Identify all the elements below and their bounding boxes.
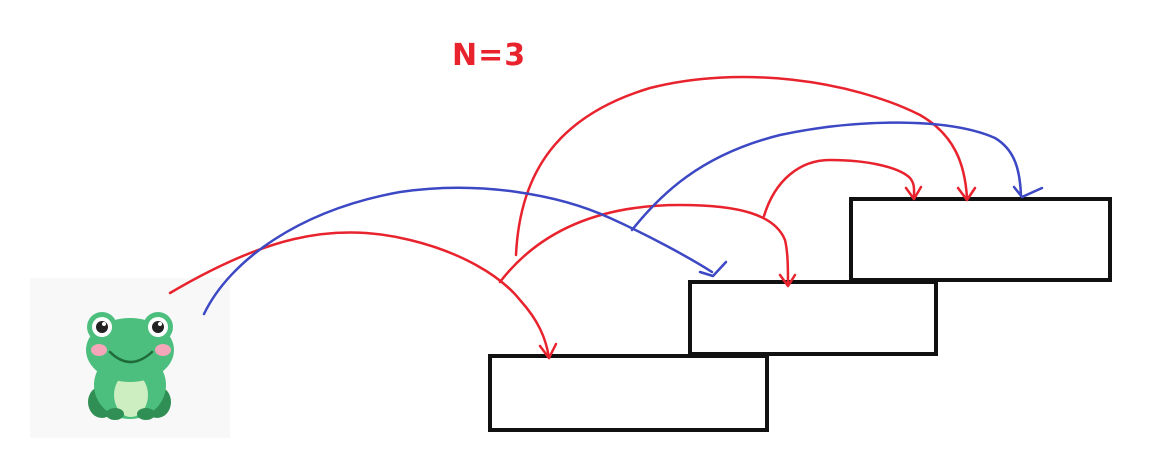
blue-arc-step1-to-step3 [630, 121, 1023, 232]
step-2 [688, 280, 938, 356]
red-jumps [168, 75, 977, 360]
red-arrowhead-step3-a [956, 186, 977, 202]
red-arc-frog-to-step1 [168, 231, 551, 360]
blue-jumps [202, 121, 1044, 316]
red-arc-step2-to-step3 [762, 158, 916, 218]
red-arrowhead-step2 [778, 273, 797, 288]
blue-arrowhead-step2 [698, 260, 728, 278]
diagram-title: N=3 [452, 38, 527, 73]
step-3 [849, 197, 1112, 282]
step-1 [488, 354, 769, 432]
frog-icon [86, 312, 174, 420]
blue-arrowhead-step3 [1012, 185, 1044, 199]
red-arrowhead-step3-b [904, 185, 923, 201]
blue-arc-frog-to-step2 [202, 186, 714, 316]
red-arc-step1-to-step2 [498, 203, 790, 286]
red-arrowhead-step1 [538, 342, 558, 360]
red-arc-step1-to-step3-tall [514, 75, 969, 257]
